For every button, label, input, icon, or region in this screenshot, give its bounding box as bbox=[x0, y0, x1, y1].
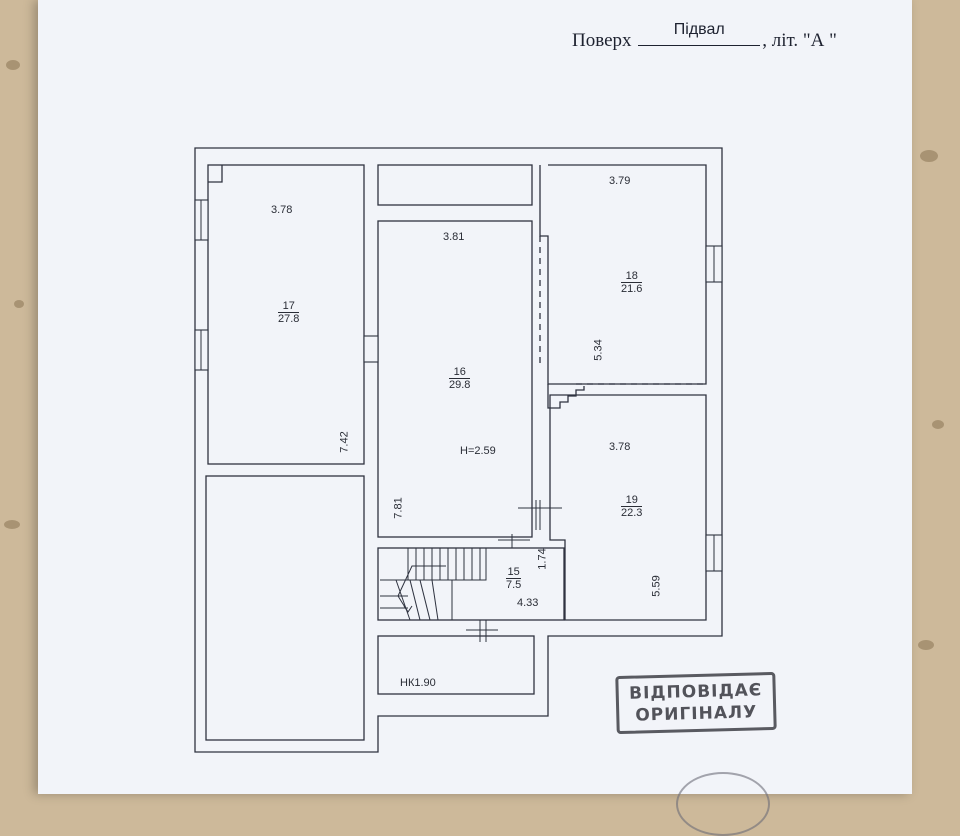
room-18-label: 18 21.6 bbox=[621, 270, 643, 295]
room-16-height: H=2.59 bbox=[460, 445, 496, 457]
room-15-width: 4.33 bbox=[517, 597, 539, 609]
round-seal bbox=[676, 772, 770, 836]
room-17-outline bbox=[207, 164, 365, 465]
floor-label: Поверх bbox=[572, 30, 632, 51]
document-page bbox=[38, 0, 912, 794]
room-16-number: 16 bbox=[453, 366, 466, 378]
room-17-area: 27.8 bbox=[278, 312, 300, 325]
floor-header: Поверх Підвал , літ. "А " bbox=[572, 21, 837, 52]
original-stamp: ВІДПОВІДАЄ ОРИГІНАЛУ bbox=[615, 671, 777, 735]
letter-label: , літ. "А " bbox=[762, 30, 837, 51]
room-15-label: 15 7.5 bbox=[506, 566, 522, 591]
room-18-area: 21.6 bbox=[621, 282, 643, 295]
background-texture bbox=[14, 300, 24, 308]
room-15-outline bbox=[377, 547, 565, 621]
room-17-notch bbox=[208, 165, 223, 183]
outer-wall bbox=[194, 147, 723, 753]
corridor-top-outline bbox=[377, 164, 533, 206]
room-18-number: 18 bbox=[625, 270, 638, 282]
background-texture bbox=[4, 520, 20, 529]
staircase-flight bbox=[407, 548, 487, 581]
room-16-width: 3.81 bbox=[443, 231, 465, 243]
niche-outline bbox=[377, 635, 535, 695]
room-15-number: 15 bbox=[507, 566, 520, 578]
staircase bbox=[380, 548, 487, 621]
staircase-arrow bbox=[397, 565, 446, 613]
room-16-area: 29.8 bbox=[449, 378, 471, 391]
floor-value-line: Підвал bbox=[638, 21, 761, 46]
room-17-width: 3.78 bbox=[271, 204, 293, 216]
floor-plan bbox=[194, 147, 723, 753]
staircase-landing bbox=[380, 579, 453, 620]
room-19-label: 19 22.3 bbox=[621, 494, 643, 519]
room-19-area: 22.3 bbox=[621, 506, 643, 519]
room-16-label: 16 29.8 bbox=[449, 366, 471, 391]
stair-step-boundary bbox=[547, 384, 585, 409]
room-18-width: 3.79 bbox=[609, 175, 631, 187]
background-texture bbox=[932, 420, 944, 429]
room-18-length: 5.34 bbox=[592, 339, 605, 361]
niche-label: НК1.90 bbox=[400, 677, 436, 689]
room-17-label: 17 27.8 bbox=[278, 300, 300, 325]
stamp-line-2: ОРИГІНАЛУ bbox=[635, 702, 758, 726]
room-19-length: 5.59 bbox=[650, 575, 663, 597]
background-texture bbox=[920, 150, 938, 162]
room-16-outline bbox=[377, 220, 533, 538]
room-19-number: 19 bbox=[625, 494, 638, 506]
room-15-area: 7.5 bbox=[506, 578, 522, 591]
floor-value: Підвал bbox=[673, 21, 725, 38]
room-15-length: 1.74 bbox=[536, 548, 549, 570]
room-17-length: 7.42 bbox=[338, 431, 351, 453]
room-lower-left-outline bbox=[205, 475, 365, 741]
room-19-outline bbox=[549, 394, 707, 621]
room-16-length: 7.81 bbox=[392, 497, 405, 519]
room-17-number: 17 bbox=[282, 300, 295, 312]
background-texture bbox=[6, 60, 20, 70]
door-17-16 bbox=[363, 335, 379, 363]
background-texture bbox=[918, 640, 934, 650]
room-19-width: 3.78 bbox=[609, 441, 631, 453]
